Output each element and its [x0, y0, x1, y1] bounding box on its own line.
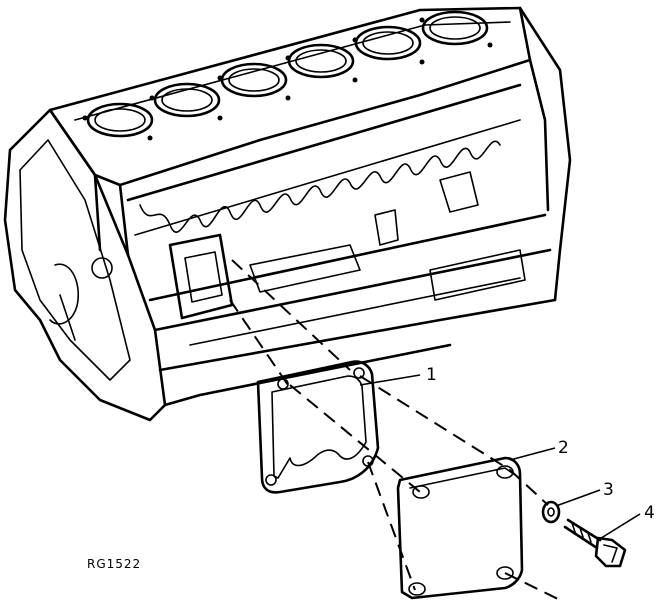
callout-1-label: 1	[426, 365, 437, 385]
washer-part	[541, 500, 561, 524]
callout-3-label: 3	[603, 480, 614, 500]
alignment-lines	[229, 259, 561, 601]
callout-2-label: 2	[558, 438, 569, 458]
cylinder-bores	[86, 10, 489, 138]
cap-screw-part	[563, 518, 627, 568]
cover-plate-part	[396, 456, 524, 600]
deck-bolt-holes	[82, 17, 493, 141]
callout-leaders	[359, 374, 641, 541]
engine-block	[3, 6, 572, 422]
gasket-part	[256, 360, 380, 494]
callout-4-label: 4	[644, 503, 655, 523]
figure-code: RG1522	[87, 557, 141, 571]
